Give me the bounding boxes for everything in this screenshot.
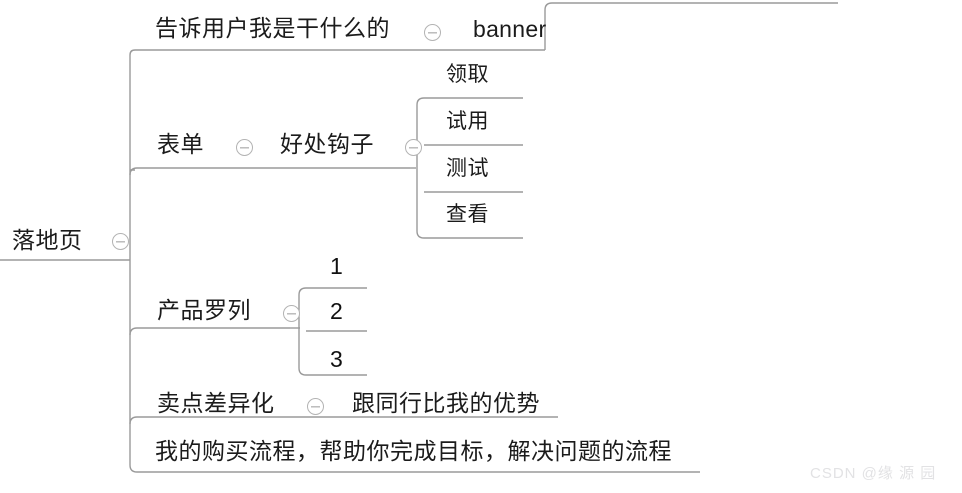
child-label-advantage[interactable]: 跟同行比我的优势 — [352, 391, 540, 417]
branch-label-purchase-flow[interactable]: 我的购买流程，帮助你完成目标，解决问题的流程 — [155, 439, 672, 465]
leaf-label-item-2[interactable]: 2 — [330, 298, 344, 324]
collapse-minus-circle-icon-tell-user[interactable] — [424, 24, 441, 41]
root-node-label[interactable]: 落地页 — [12, 228, 83, 254]
collapse-minus-circle-icon-product-list[interactable] — [283, 305, 300, 322]
branch-label-tell-user[interactable]: 告诉用户我是干什么的 — [155, 16, 390, 42]
collapse-minus-circle-icon-benefit-hook[interactable] — [405, 139, 422, 156]
child-label-benefit-hook[interactable]: 好处钩子 — [280, 132, 374, 158]
leaf-label-claim[interactable]: 领取 — [446, 62, 489, 86]
collapse-minus-circle-icon-root[interactable] — [112, 233, 129, 250]
child-label-banner[interactable]: banner — [473, 16, 547, 42]
collapse-minus-circle-icon-selling-point[interactable] — [307, 398, 324, 415]
collapse-minus-circle-icon-form[interactable] — [236, 139, 253, 156]
csdn-watermark: CSDN @缘 源 园 — [810, 465, 937, 482]
leaf-label-trial[interactable]: 试用 — [446, 109, 489, 133]
branch-label-form[interactable]: 表单 — [157, 132, 204, 158]
branch-label-product-list[interactable]: 产品罗列 — [157, 298, 251, 324]
branch-label-selling-point[interactable]: 卖点差异化 — [157, 391, 275, 417]
leaf-label-item-3[interactable]: 3 — [330, 346, 344, 372]
leaf-label-view[interactable]: 查看 — [446, 202, 489, 226]
leaf-label-item-1[interactable]: 1 — [330, 253, 344, 279]
leaf-label-test[interactable]: 测试 — [446, 156, 489, 180]
